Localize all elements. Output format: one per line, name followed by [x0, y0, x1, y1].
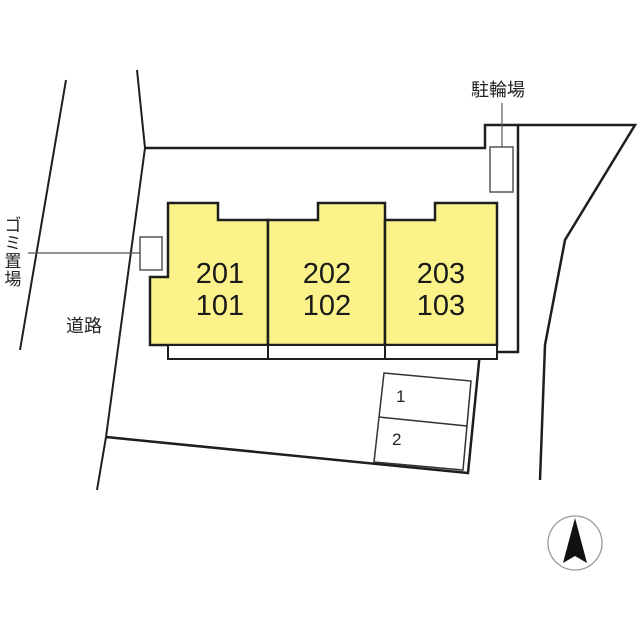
- parking-slot-1: 1: [396, 387, 406, 406]
- unit-number-lower: 102: [302, 290, 352, 322]
- garbage-label-char: 場: [4, 269, 22, 290]
- unit-block-3: 203 103: [396, 258, 486, 322]
- garbage-label-char: 置: [4, 251, 22, 272]
- unit-number-upper: 203: [416, 258, 466, 290]
- bicycle-parking-label: 駐輪場: [471, 80, 525, 101]
- parking-slot-2: 2: [392, 430, 402, 449]
- garbage-label-char: ミ: [4, 233, 22, 254]
- unit-number-lower: 101: [195, 290, 245, 322]
- unit-number-lower: 103: [416, 290, 466, 322]
- garbage-label-char: ゴ: [4, 216, 22, 236]
- garbage-area-label: ゴ ミ 置 場: [4, 216, 22, 290]
- unit-block-1: 201 101: [175, 258, 265, 322]
- buildings: [148, 201, 499, 360]
- unit-block-2: 202 102: [282, 258, 372, 322]
- unit-number-upper: 201: [195, 258, 245, 290]
- parking-area: [373, 372, 472, 471]
- garbage-area-marker: [28, 236, 163, 271]
- road-label: 道路: [66, 316, 102, 337]
- unit-number-upper: 202: [302, 258, 352, 290]
- lot-boundary: [105, 123, 638, 481]
- bicycle-parking-marker: [489, 103, 514, 193]
- road-lines: [19, 69, 146, 491]
- north-arrow-icon: [547, 515, 603, 571]
